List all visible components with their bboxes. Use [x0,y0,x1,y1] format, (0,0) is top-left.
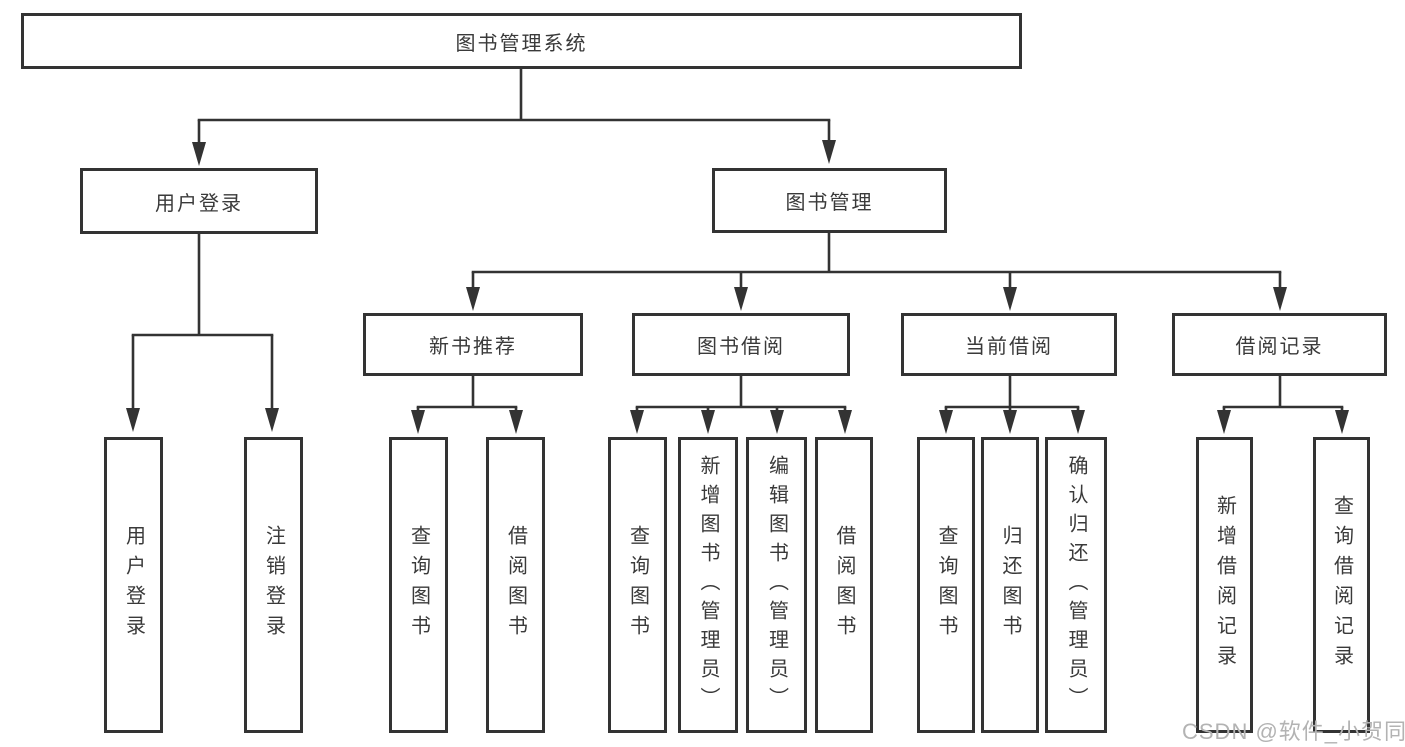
node-current-borrowing: 当前借阅 [901,313,1117,376]
leaf-edit-book-admin: 编辑图书（管理员） [746,437,807,733]
leaf-borrow-books-newbook: 借阅图书 [486,437,545,733]
leaf-user-login-label: 用户登录 [122,525,145,645]
node-book-management: 图书管理 [712,168,947,233]
node-user-login: 用户登录 [80,168,318,234]
leaf-confirm-return-admin: 确认归还（管理员） [1045,437,1107,733]
node-new-book-recommend: 新书推荐 [363,313,583,376]
leaf-user-login: 用户登录 [104,437,163,733]
node-borrow-records: 借阅记录 [1172,313,1387,376]
leaf-query-books-newbook: 查询图书 [389,437,448,733]
leaf-borrow-books-borrowing-label: 借阅图书 [833,525,855,645]
leaf-query-books-current-label: 查询图书 [935,525,957,645]
leaf-logout: 注销登录 [244,437,303,733]
leaf-confirm-return-admin-label: 确认归还（管理员） [1065,454,1087,716]
node-book-borrowing: 图书借阅 [632,313,850,376]
csdn-watermark: CSDN @软件_小贺同学 [1182,719,1405,744]
leaf-borrow-books-borrowing: 借阅图书 [815,437,873,733]
leaf-return-book: 归还图书 [981,437,1039,733]
leaf-edit-book-admin-label: 编辑图书（管理员） [765,454,788,716]
leaf-query-books-current: 查询图书 [917,437,975,733]
leaf-query-books-newbook-label: 查询图书 [407,525,430,645]
leaf-query-borrow-record: 查询借阅记录 [1313,437,1370,733]
leaf-query-borrow-record-label: 查询借阅记录 [1330,495,1353,675]
leaf-add-borrow-record-label: 新增借阅记录 [1213,495,1236,675]
node-root: 图书管理系统 [21,13,1022,69]
leaf-add-borrow-record: 新增借阅记录 [1196,437,1253,733]
leaf-logout-label: 注销登录 [262,525,285,645]
leaf-query-books-borrowing-label: 查询图书 [626,525,649,645]
leaf-borrow-books-newbook-label: 借阅图书 [504,525,527,645]
leaf-add-book-admin: 新增图书（管理员） [678,437,738,733]
leaf-query-books-borrowing: 查询图书 [608,437,667,733]
leaf-return-book-label: 归还图书 [999,525,1021,645]
leaf-add-book-admin-label: 新增图书（管理员） [697,454,719,716]
